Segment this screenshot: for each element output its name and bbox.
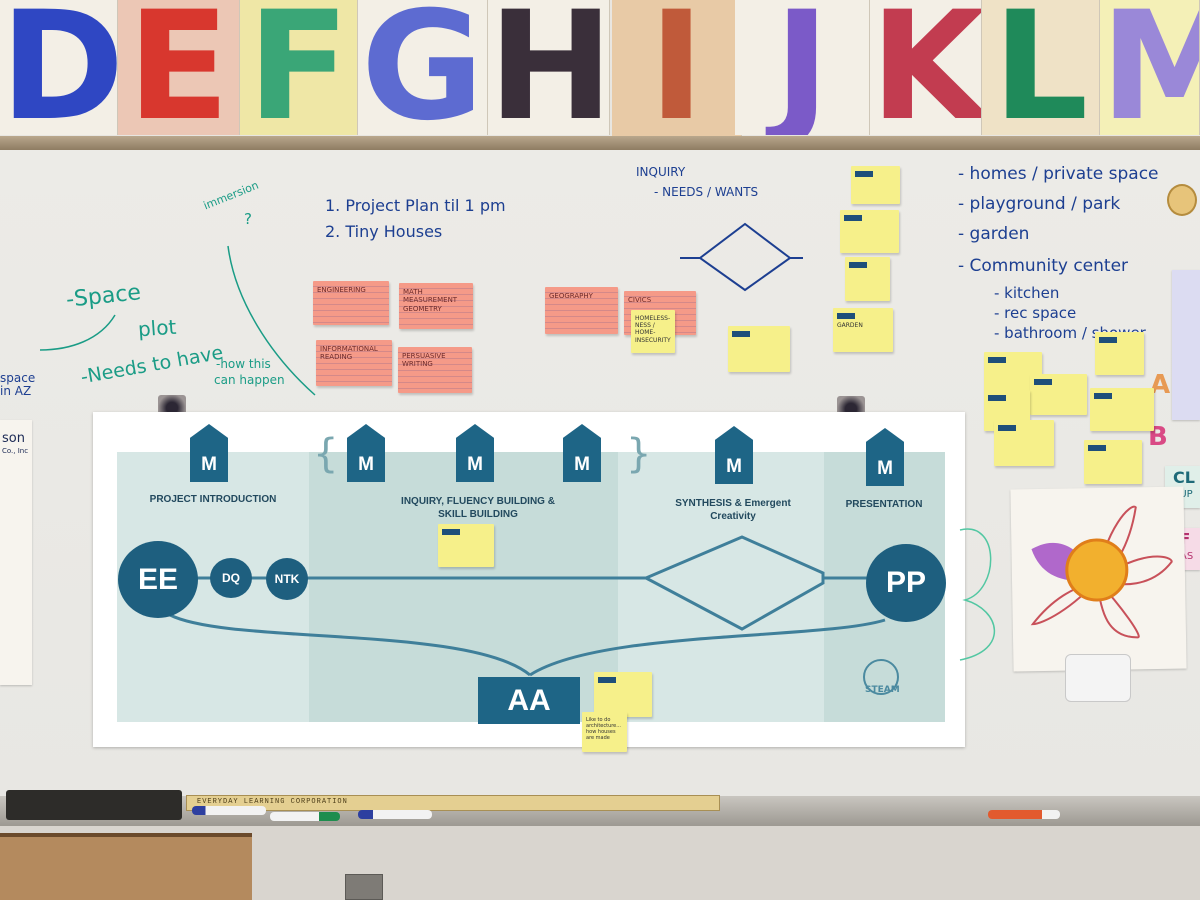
milestone-label: M [715,456,753,478]
phase-label: INQUIRY, FLUENCY BUILDING & SKILL BUILDI… [388,496,568,521]
assessment-path-left [170,615,530,675]
sticky-note [438,524,494,567]
sticky-logo [442,529,460,535]
bracket-right: } [626,431,651,477]
blue-marker[interactable] [358,810,432,819]
power-outlet [345,874,383,900]
synthesis-diamond [646,537,823,629]
wooden-table [0,833,252,900]
node-public-product: PP [866,544,946,622]
node-driving-question: DQ [210,558,252,598]
sticky-note [594,672,652,717]
orange-marker[interactable] [988,810,1060,819]
node-assessment: AA [478,677,580,724]
milestone-tag: M [190,424,228,482]
yardstick[interactable]: EVERYDAY LEARNING CORPORATION [186,795,720,811]
inquiry-diamond [700,224,790,290]
steam-logo-text: STEAM [865,686,900,695]
sticky-note: Like to do architecture... how houses ar… [582,712,627,752]
milestone-label: M [563,454,601,476]
green-curve [40,315,115,350]
milestone-tag: M [347,424,385,482]
blue-marker[interactable] [192,806,266,815]
bracket-left: { [313,431,338,477]
milestone-label: M [866,458,904,480]
assessment-path-right [530,620,885,675]
milestone-tag: M [563,424,601,482]
milestone-label: M [190,454,228,476]
milestone-label: M [347,454,385,476]
green-marker[interactable] [270,812,340,821]
milestone-label: M [456,454,494,476]
green-arrow [228,246,315,395]
phase-label: SYNTHESIS & Emergent Creativity [668,498,798,523]
milestone-tag: M [715,426,753,484]
sticky-logo [598,677,616,683]
green-doodle [960,529,994,660]
node-entry-event: EE [118,541,198,618]
milestone-tag: M [456,424,494,482]
phase-label: PRESENTATION [830,499,938,512]
milestone-tag: M [866,428,904,486]
phase-label: PROJECT INTRODUCTION [148,494,278,507]
node-need-to-know: NTK [266,558,308,600]
board-eraser[interactable] [6,790,182,820]
